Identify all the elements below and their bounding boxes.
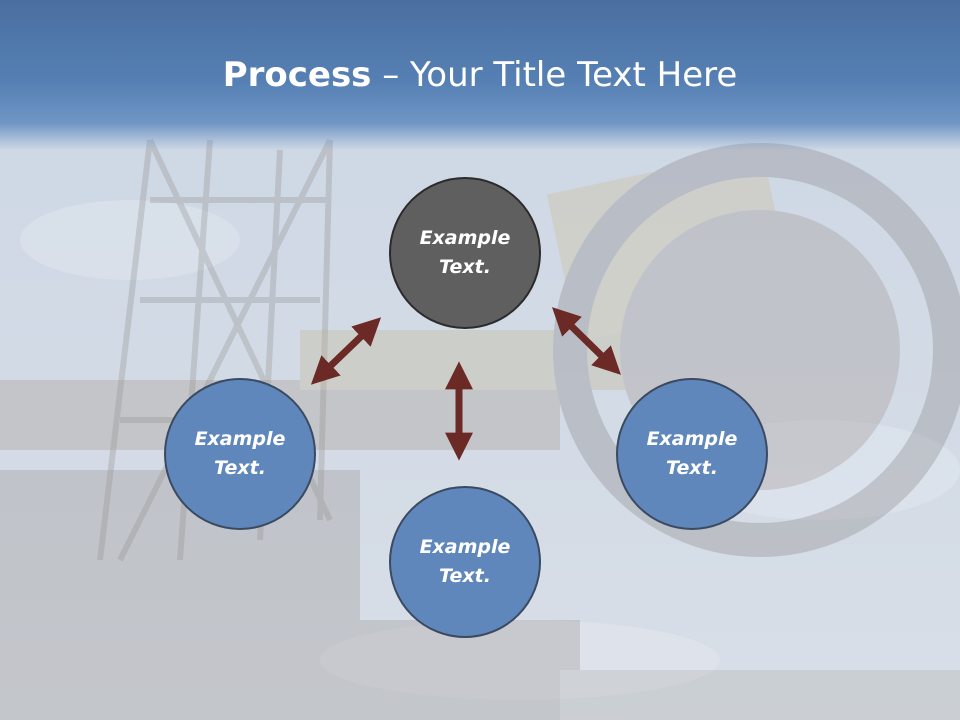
title-bold-part: Process (222, 55, 372, 95)
node-bottom[interactable]: Example Text. (389, 486, 541, 638)
node-bottom-label: Example Text. (419, 536, 511, 587)
node-top-label: Example Text. (419, 227, 511, 278)
node-right[interactable]: Example Text. (616, 378, 768, 530)
node-top[interactable]: Example Text. (389, 177, 541, 329)
arrow-top-right (552, 307, 621, 375)
node-left-label: Example Text. (194, 428, 286, 479)
title-rest-part: – Your Title Text Here (371, 55, 738, 95)
node-right-label: Example Text. (646, 428, 738, 479)
title-band (0, 0, 960, 150)
node-left[interactable]: Example Text. (164, 378, 316, 530)
arrow-top-left (310, 317, 382, 385)
slide-title[interactable]: Process – Your Title Text Here (0, 52, 960, 98)
